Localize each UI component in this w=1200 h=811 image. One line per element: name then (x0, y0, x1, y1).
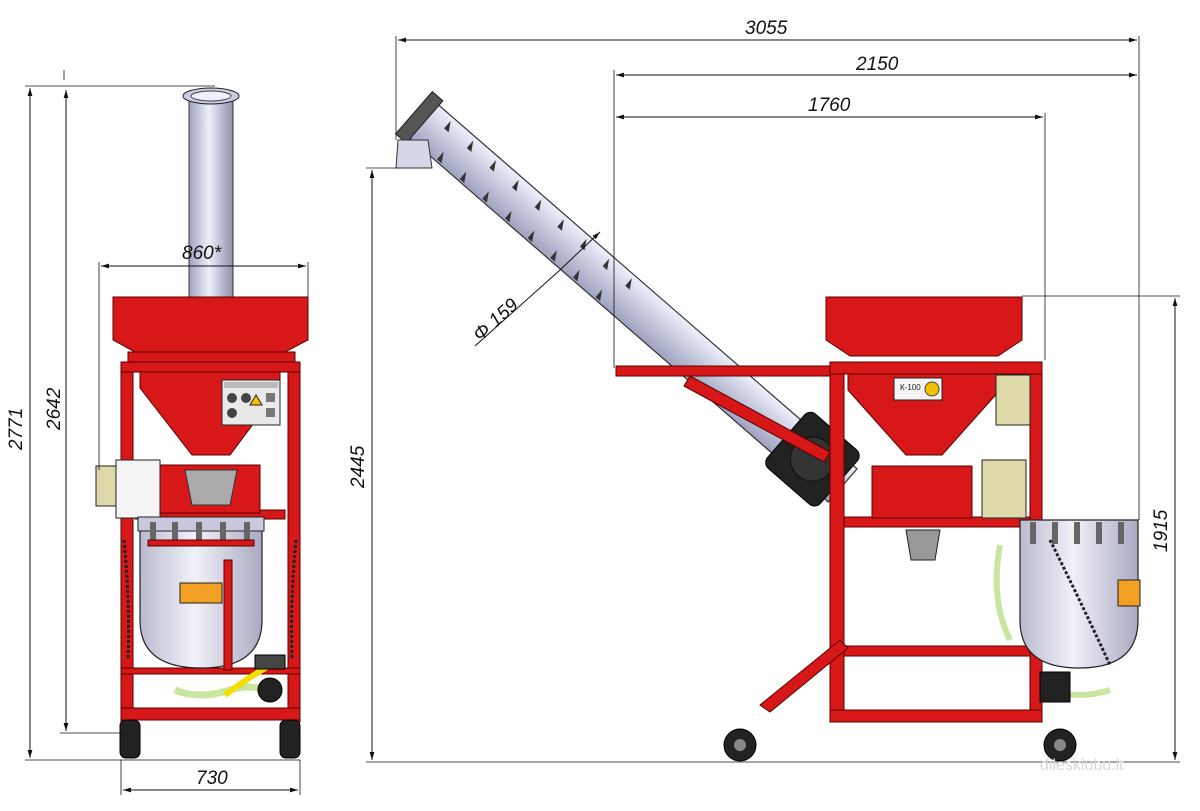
dim-auger-diameter: Φ 159 (469, 294, 523, 345)
dimension-lines (25, 36, 1180, 795)
dim-length-mid: 2150 (855, 54, 899, 75)
plate-label: К-100 (900, 383, 921, 392)
dim-height-auger: 2445 (348, 445, 369, 489)
dim-length-short: 1760 (808, 95, 851, 116)
dim-length-total: 3055 (745, 18, 788, 39)
dim-width-top: 860* (182, 243, 222, 264)
dim-width-base: 730 (196, 768, 228, 789)
front-view (95, 87, 309, 759)
dim-height-total: 2771 (6, 408, 27, 451)
side-view: К-100 (394, 90, 1141, 762)
dim-height-inner: 2642 (44, 387, 65, 431)
dim-height-frame: 1915 (1151, 509, 1172, 552)
watermark: dilesklubu.lt (1040, 757, 1124, 774)
